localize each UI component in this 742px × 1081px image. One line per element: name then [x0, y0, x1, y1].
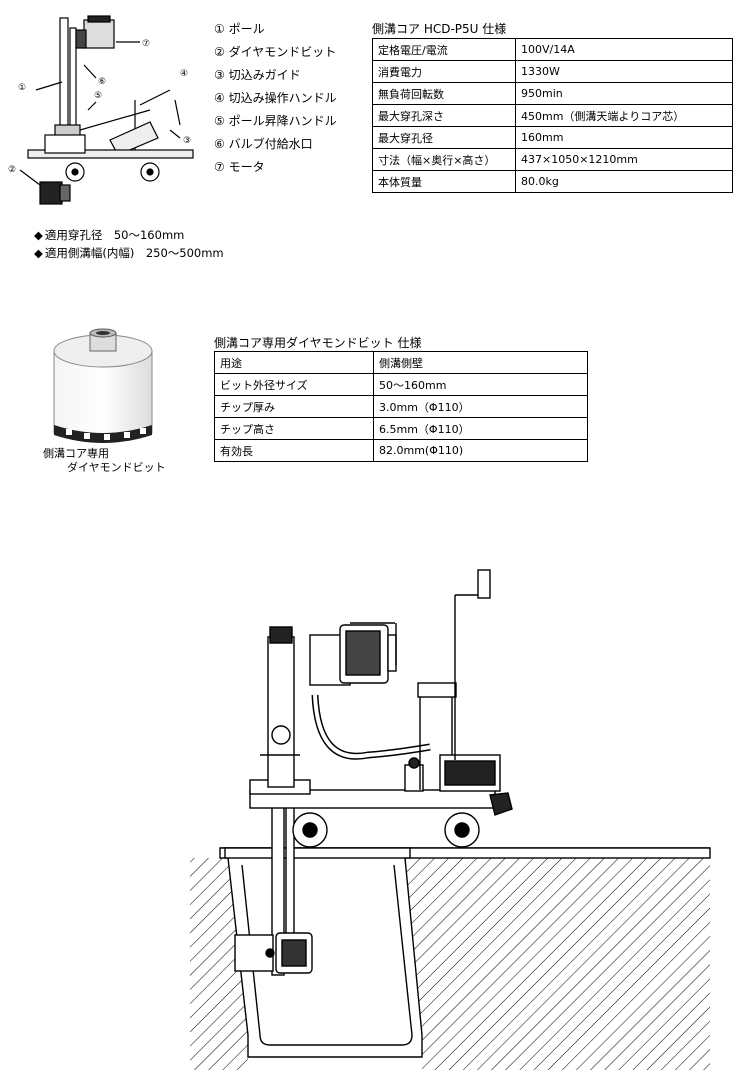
legend-item: ④ 切込み操作ハンドル [214, 87, 337, 110]
legend-label: 切込み操作ハンドル [228, 91, 337, 105]
spec-key: 最大穿孔深さ [372, 104, 516, 127]
legend-num: ① [214, 22, 225, 36]
legend-item: ⑤ ポール昇降ハンドル [214, 110, 337, 133]
spec-value: 950min [515, 82, 733, 105]
spec-key: 消費電力 [372, 60, 516, 83]
legend-num: ⑤ [214, 114, 225, 128]
callout-1: ① [18, 83, 26, 93]
diamond-bit-image [53, 328, 153, 443]
legend-item: ③ 切込みガイド [214, 64, 337, 87]
legend-item: ② ダイヤモンドビット [214, 41, 337, 64]
spec-value: 437×1050×1210mm [515, 148, 733, 171]
spec-key: ビット外径サイズ [214, 373, 374, 396]
legend-num: ⑥ [214, 137, 225, 151]
bit-caption-line1: 側溝コア専用 [43, 447, 109, 460]
spec-value: 100V/14A [515, 38, 733, 61]
spec-value: 1330W [515, 60, 733, 83]
legend-num: ③ [214, 68, 225, 82]
callout-3: ③ [183, 136, 191, 146]
legend-label: ポール [228, 22, 265, 36]
spec-value: 側溝側壁 [373, 351, 588, 374]
spec-key: 寸法（幅×奥行×高さ） [372, 148, 516, 171]
spec-value: 82.0mm(Φ110) [373, 439, 588, 462]
spec-key: 有効長 [214, 439, 374, 462]
callout-2: ② [8, 165, 16, 175]
legend-item: ① ポール [214, 18, 337, 41]
legend-label: 切込みガイド [228, 68, 301, 82]
legend-label: バルブ付給水口 [228, 137, 313, 151]
application-notes: 適用穿孔径 50～160mm 適用側溝幅(内幅) 250～500mm [34, 226, 224, 262]
spec-title-bit: 側溝コア専用ダイヤモンドビット 仕様 [214, 336, 422, 350]
legend-label: ポール昇降ハンドル [228, 114, 337, 128]
gutter-coring-drawing [190, 569, 711, 1070]
note-item: 適用穿孔径 50～160mm [34, 226, 224, 244]
spec-key: 定格電圧/電流 [372, 38, 516, 61]
table-row: 寸法（幅×奥行×高さ）437×1050×1210mm [372, 148, 733, 171]
parts-legend: ① ポール ② ダイヤモンドビット ③ 切込みガイド ④ 切込み操作ハンドル ⑤… [214, 18, 337, 179]
table-row: 用途側溝側壁 [214, 351, 588, 374]
machine-sketch: ① ② ③ ④ ⑤ ⑥ ⑦ [8, 15, 194, 205]
legend-label: ダイヤモンドビット [228, 45, 337, 59]
spec-value: 450mm（側溝天端よりコア芯） [515, 104, 733, 127]
callout-7: ⑦ [142, 39, 150, 49]
spec-key: 無負荷回転数 [372, 82, 516, 105]
spec-key: 用途 [214, 351, 374, 374]
bit-caption-line2: ダイヤモンドビット [67, 461, 166, 474]
callout-5: ⑤ [94, 91, 102, 101]
spec-value: 50～160mm [373, 373, 588, 396]
callout-6: ⑥ [98, 77, 106, 87]
callout-4: ④ [180, 69, 188, 79]
spec-value: 3.0mm（Φ110） [373, 395, 588, 418]
legend-item: ⑦ モータ [214, 156, 337, 179]
spec-key: チップ高さ [214, 417, 374, 440]
note-item: 適用側溝幅(内幅) 250～500mm [34, 244, 224, 262]
spec-key: 最大穿孔径 [372, 126, 516, 149]
spec-title-core: 側溝コア HCD-P5U 仕様 [372, 22, 507, 36]
spec-value: 80.0kg [515, 170, 733, 193]
legend-item: ⑥ バルブ付給水口 [214, 133, 337, 156]
legend-num: ② [214, 45, 225, 59]
legend-num: ④ [214, 91, 225, 105]
spec-key: チップ厚み [214, 395, 374, 418]
spec-key: 本体質量 [372, 170, 516, 193]
legend-num: ⑦ [214, 160, 225, 174]
spec-value: 6.5mm（Φ110） [373, 417, 588, 440]
spec-value: 160mm [515, 126, 733, 149]
legend-label: モータ [228, 160, 265, 174]
